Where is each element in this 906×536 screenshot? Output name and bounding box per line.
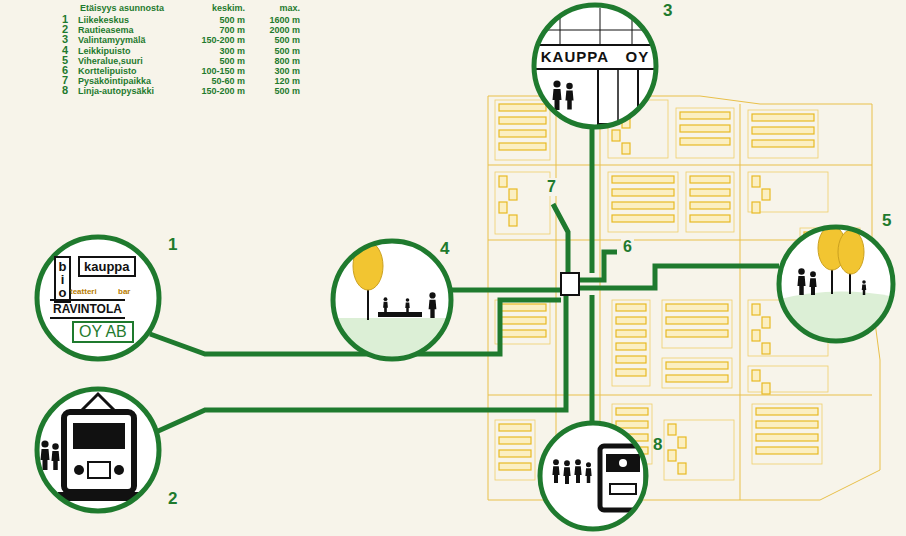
mean-distance: 50-60 m [211,76,245,86]
mean-distance: 500 m [219,56,245,66]
route-lines [150,125,779,432]
sign-text: kauppa [78,256,136,277]
max-distance: 120 m [274,76,300,86]
playground-picture [330,242,460,368]
callout-number: 1 [168,236,177,254]
max-distance: 500 m [274,35,300,45]
mean-distance: 150-200 m [201,35,245,45]
sign-text: bio [54,256,71,303]
facility-name: Liikekeskus [78,15,129,25]
circle-grounds [37,5,893,529]
bus-picture [552,446,646,510]
callout-number: 7 [545,178,558,196]
train-picture [41,394,141,501]
max-distance: 500 m [274,46,300,56]
facility-name: Pysäköintipaikka [78,76,151,86]
table-header: max. [279,3,300,13]
mean-distance: 700 m [219,25,245,35]
circle-outline [330,238,454,362]
mean-distance: 300 m [219,46,245,56]
row-number: 8 [62,85,68,96]
sign-text: bar [118,287,130,296]
table-header: keskim. [212,3,245,13]
home-square [561,273,579,295]
sign-text: RAVINTOLA [50,299,125,319]
circle-outline [537,420,649,532]
max-distance: 1600 m [269,15,300,25]
callout-circle: 2 [34,386,162,514]
sign-text: OY AB [72,321,134,343]
facility-name: Rautieasema [78,25,134,35]
max-distance: 2000 m [269,25,300,35]
mean-distance: 150-200 m [201,86,245,96]
circle-outline [531,2,659,130]
callout-circle: 5 [776,224,896,344]
callout-circle: 4 [330,238,454,362]
park-picture [776,226,900,350]
sign-text: teatteri [70,287,97,296]
sign-text: KAUPPA OY [541,48,650,65]
facility-name: Korttelipuisto [78,66,137,76]
circle-outline [776,224,896,344]
callout-number: 5 [882,212,891,230]
callout-number: 4 [440,240,449,258]
mean-distance: 500 m [219,15,245,25]
table-header: Etäisyys asunnosta [80,3,164,13]
callout-circle: 1biokauppateatteribarRAVINTOLAOY AB [34,234,162,362]
callout-number: 2 [168,490,177,508]
facility-name: Viheralue,suuri [78,56,143,66]
max-distance: 500 m [274,86,300,96]
callout-circle: 8 [537,420,649,532]
callout-number: 8 [653,436,662,454]
mean-distance: 100-150 m [201,66,245,76]
max-distance: 800 m [274,56,300,66]
callout-circle: 3KAUPPA OY [531,2,659,130]
callout-number: 6 [621,238,634,256]
facility-name: Linja-autopysäkki [78,86,154,96]
callout-number: 3 [663,2,672,20]
circle-outline [34,386,162,514]
max-distance: 300 m [274,66,300,76]
facility-name: Valintamyymälä [78,35,146,45]
facility-name: Leikkipuisto [78,46,131,56]
